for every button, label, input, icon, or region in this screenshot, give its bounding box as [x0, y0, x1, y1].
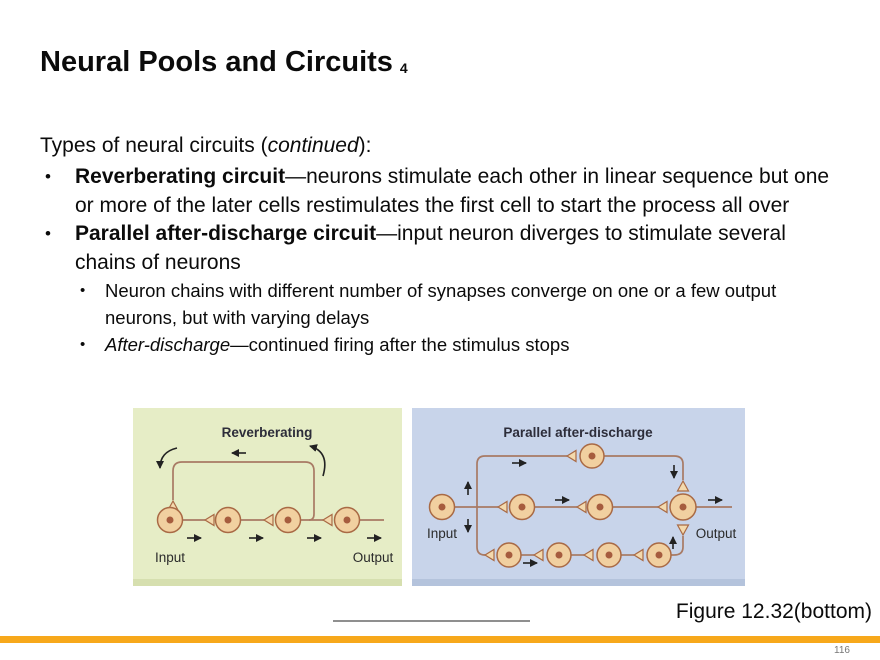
reverberating-figure: Reverberating	[133, 408, 402, 586]
neuron-cell	[579, 443, 605, 469]
bullet-reverberating-text: Reverberating circuit—neurons stimulate …	[75, 163, 831, 220]
subbullet-after-discharge-text: After-discharge—continued firing after t…	[105, 331, 831, 358]
output-label: Output	[696, 526, 737, 541]
bullet-marker: •	[45, 224, 51, 243]
figure-title: Reverberating	[222, 425, 313, 440]
figure-background	[133, 408, 402, 586]
bullet-marker: •	[80, 336, 86, 353]
output-neuron	[669, 493, 697, 521]
subbullet-neuron-chains-text: Neuron chains with different number of s…	[105, 280, 777, 328]
bullet-reverberating-rest: —neurons stimulate each other in linear …	[75, 165, 830, 217]
neuron-cell	[546, 542, 572, 568]
synapse-knobs	[483, 449, 690, 562]
blank-underline	[333, 620, 530, 622]
axon-lines	[454, 455, 732, 556]
after-discharge-rest: —continued firing after the stimulus sto…	[230, 334, 570, 355]
body-text: Types of neural circuits (continued): • …	[40, 131, 831, 358]
page-title-text: Neural Pools and Circuits	[40, 46, 393, 78]
neuron-cell	[333, 506, 361, 534]
bullet-parallel-rest: —input neuron diverges to stimulate seve…	[75, 222, 786, 274]
intro-line: Types of neural circuits (continued):	[40, 131, 831, 160]
axon-lines	[172, 461, 384, 521]
bullet-reverberating: • Reverberating circuit—neurons stimulat…	[40, 163, 831, 220]
neuron-cell	[646, 542, 672, 568]
neuron-cell	[508, 493, 536, 521]
neuron-cell	[496, 542, 522, 568]
figure-edge-shade	[133, 579, 402, 586]
input-label: Input	[155, 550, 185, 565]
page-title: Neural Pools and Circuits 4	[40, 46, 408, 82]
subbullet-neuron-chains: • Neuron chains with different number of…	[40, 277, 831, 331]
neuron-cell	[596, 542, 622, 568]
subbullet-after-discharge: • After-discharge—continued firing after…	[40, 331, 831, 358]
neuron-cell	[274, 506, 302, 534]
parallel-after-discharge-figure: Parallel after-discharge	[412, 408, 745, 586]
after-discharge-term: After-discharge	[105, 334, 231, 355]
input-neuron	[428, 493, 456, 521]
input-label: Input	[427, 526, 457, 541]
figure-edge-shade	[412, 579, 745, 586]
direction-arrows	[156, 444, 382, 542]
bullet-reverberating-term: Reverberating circuit	[75, 165, 286, 188]
accent-bar	[0, 636, 880, 643]
bullet-marker: •	[80, 282, 86, 299]
intro-italic: continued	[267, 134, 359, 157]
bullet-marker: •	[45, 167, 51, 186]
neuron-cell	[156, 506, 184, 534]
feedback-loop	[172, 461, 315, 521]
figure-caption: Figure 12.32(bottom)	[675, 600, 872, 623]
neuron-cells	[428, 443, 697, 568]
output-label: Output	[353, 550, 394, 565]
intro-post: ):	[358, 134, 372, 157]
bullet-parallel: • Parallel after-discharge circuit—input…	[40, 220, 831, 277]
neuron-cells	[156, 506, 361, 534]
intro-pre: Types of neural circuits (	[40, 134, 268, 157]
figure-title: Parallel after-discharge	[503, 425, 653, 440]
neuron-cell	[214, 506, 242, 534]
direction-arrows	[464, 459, 723, 567]
neuron-cell	[586, 493, 614, 521]
bullet-parallel-text: Parallel after-discharge circuit—input n…	[75, 220, 831, 277]
bullet-parallel-term: Parallel after-discharge circuit	[75, 222, 377, 245]
page-number: 116	[834, 645, 850, 656]
branch-line	[476, 455, 486, 556]
page-title-index: 4	[399, 60, 408, 76]
